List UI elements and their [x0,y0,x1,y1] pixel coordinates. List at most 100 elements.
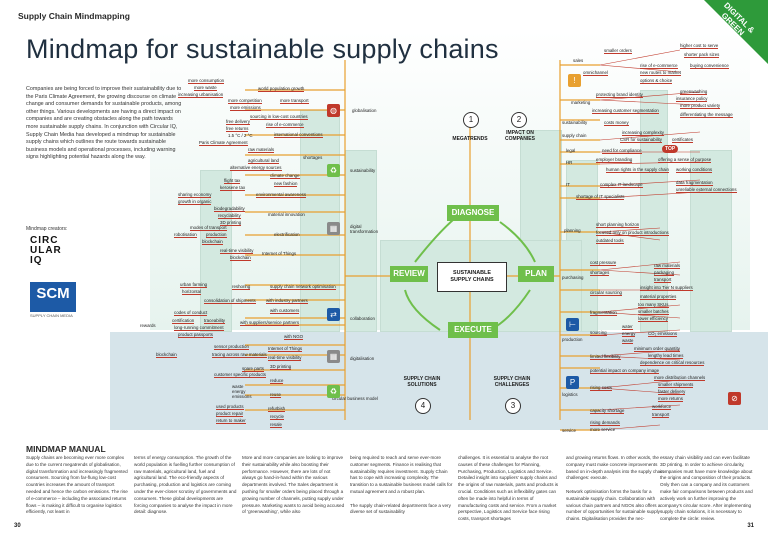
node-purchasing: purchasing [562,275,584,280]
node-data-fragmentation: data fragmentation [676,180,713,186]
node-lower-efficiency: lower efficiency [638,316,668,322]
top-warning-badge: TOP [662,145,679,153]
node-paris-agreement: Paris Climate Agreement [199,140,248,146]
arrow-execute: EXECUTE [448,322,498,338]
node-resale: resale [270,422,282,428]
node-env-awareness: environmental awareness [256,192,307,198]
node-digitalisation: digitalisation [350,356,375,361]
node-spare-parts: spare parts [242,366,264,372]
challenge-branches [560,231,600,431]
node-unreliable-data: unreliable external connections [676,187,737,193]
node-rising-demands: rising demands [590,420,620,426]
node-greenwashing: greenwashing [680,89,708,95]
node-working-conditions: working conditions [676,167,713,173]
node-workforce: workforce [652,404,672,410]
page-title: Mindmap for sustainable supply chains [26,34,499,64]
node-recycle: recycle [270,414,284,420]
node-temperature: 1.5 °C / 2 °C [228,133,253,138]
cycle-arc-4 [404,289,441,331]
node-3d-printing-sol: 3D printing [270,364,292,370]
node-sustainability-impact: sustainability [562,120,588,125]
warning-sign-icon: ! [568,74,581,87]
section-title-solutions: SUPPLY CHAIN SOLUTIONS [403,376,441,388]
node-sensor-production: sensor production [214,344,249,350]
node-biodegradability: biodegradability [214,206,245,212]
node-blockchain-mega-top: blockchain [202,239,223,245]
node-sustainability-mega: sustainability [350,168,376,173]
node-world-population: world population growth [258,86,305,92]
node-omnichannel: omnichannel [583,70,608,76]
arrow-diagnose: DIAGNOSE [447,205,499,221]
scm-logo-sub: SUPPLY CHAIN MEDIA [30,313,73,318]
node-kerosene-tax: kerosene tax [220,185,246,191]
node-legal: legal [566,148,576,153]
node-logistics: logistics [562,392,578,397]
node-min-order: minimum order quantity [634,346,680,352]
recycle-circular-icon: ♻ [327,385,340,398]
node-supply-chain: supply chain [562,133,587,138]
node-with-customers: with customers [270,308,300,314]
node-rewards: rewards [140,323,156,328]
intro-text: Companies are being forced to improve th… [26,86,182,161]
node-real-time-visibility-mega: real-time visibility [220,248,254,254]
node-reuse: reuse [270,392,281,398]
manual-col-3: More and more companies are looking to i… [242,455,345,515]
node-codes-conduct: codes of conduct [174,310,208,316]
digital-icon: ▦ [327,350,340,363]
node-cost-pressure: cost pressure [590,260,617,266]
node-more-emissions: more emissions [230,105,261,111]
node-packaging: packaging [654,270,675,276]
node-product-repair: product repair [216,411,244,417]
node-circular-sourcing: circular sourcing [590,290,622,296]
node-short-planning: short planning horizon [596,222,640,228]
node-smaller-shipments: smaller shipments [658,382,694,388]
node-digital-transformation: digital transformation [350,224,379,234]
node-return-maker: return to maker [216,418,246,424]
node-agricultural-land: agricultural land [248,158,279,164]
node-circular-business: circular business model [332,396,378,401]
node-with-ngo: with NGO [284,334,304,340]
node-limited-flexibility: limited flexibility [590,354,621,360]
node-certification: certification [172,318,195,324]
node-customer-specific: customer specific products [214,372,266,378]
node-employer-branding: employer branding [596,157,633,163]
node-more-consumption: more consumption [188,78,225,84]
node-protecting-brand: protecting brand identity [596,92,643,98]
city-building [640,90,668,332]
node-alt-energy: alternative energy sources [230,165,282,171]
node-globalisation: globalisation [352,108,377,113]
node-traceability: traceability [204,318,225,324]
node-smaller-batches: smaller batches [638,309,669,315]
node-fragmentation: fragmentation [590,310,617,316]
cycle-arc-2 [499,221,536,263]
node-need-compliance: need for compliance [602,148,642,154]
node-marketing: marketing [571,100,591,105]
node-raw-materials-ch: raw materials [654,263,681,269]
node-shortages-ch: shortages [590,270,610,276]
node-shortages: shortages [303,155,323,160]
node-capacity-shortage: capacity shortage [590,408,625,414]
node-urban-farming: urban farming [180,282,208,288]
node-differentiating: differentiating the message [680,112,733,118]
node-smaller-orders: smaller orders [604,48,632,54]
node-transport-log: transport [652,412,670,418]
hub-sustainable-supply-chains: SUSTAINABLE SUPPLY CHAINS [437,262,507,292]
manual-section [0,432,768,543]
node-climate-change: climate change [270,173,300,179]
node-production-ch: production [562,337,583,342]
node-reduce: reduce [270,378,284,384]
node-insight-tier: insight into Tier N suppliers [640,285,693,291]
node-complex-it: complex IT landscape [600,182,643,188]
node-growth-organic: growth in organic [178,199,212,205]
scm-logo: SCM [30,282,76,312]
node-iot-mega: Internet of Things [262,251,297,256]
section-number-2: 2 [511,112,527,128]
corner-ribbon [704,0,768,64]
arrow-plan: PLAN [518,266,554,282]
city-building [345,150,377,332]
node-human-rights: human rights in the supply chain [606,167,669,173]
manual-col-7: essary chain visibility and can even fac… [660,455,753,522]
node-collaboration: collaboration [350,316,375,321]
